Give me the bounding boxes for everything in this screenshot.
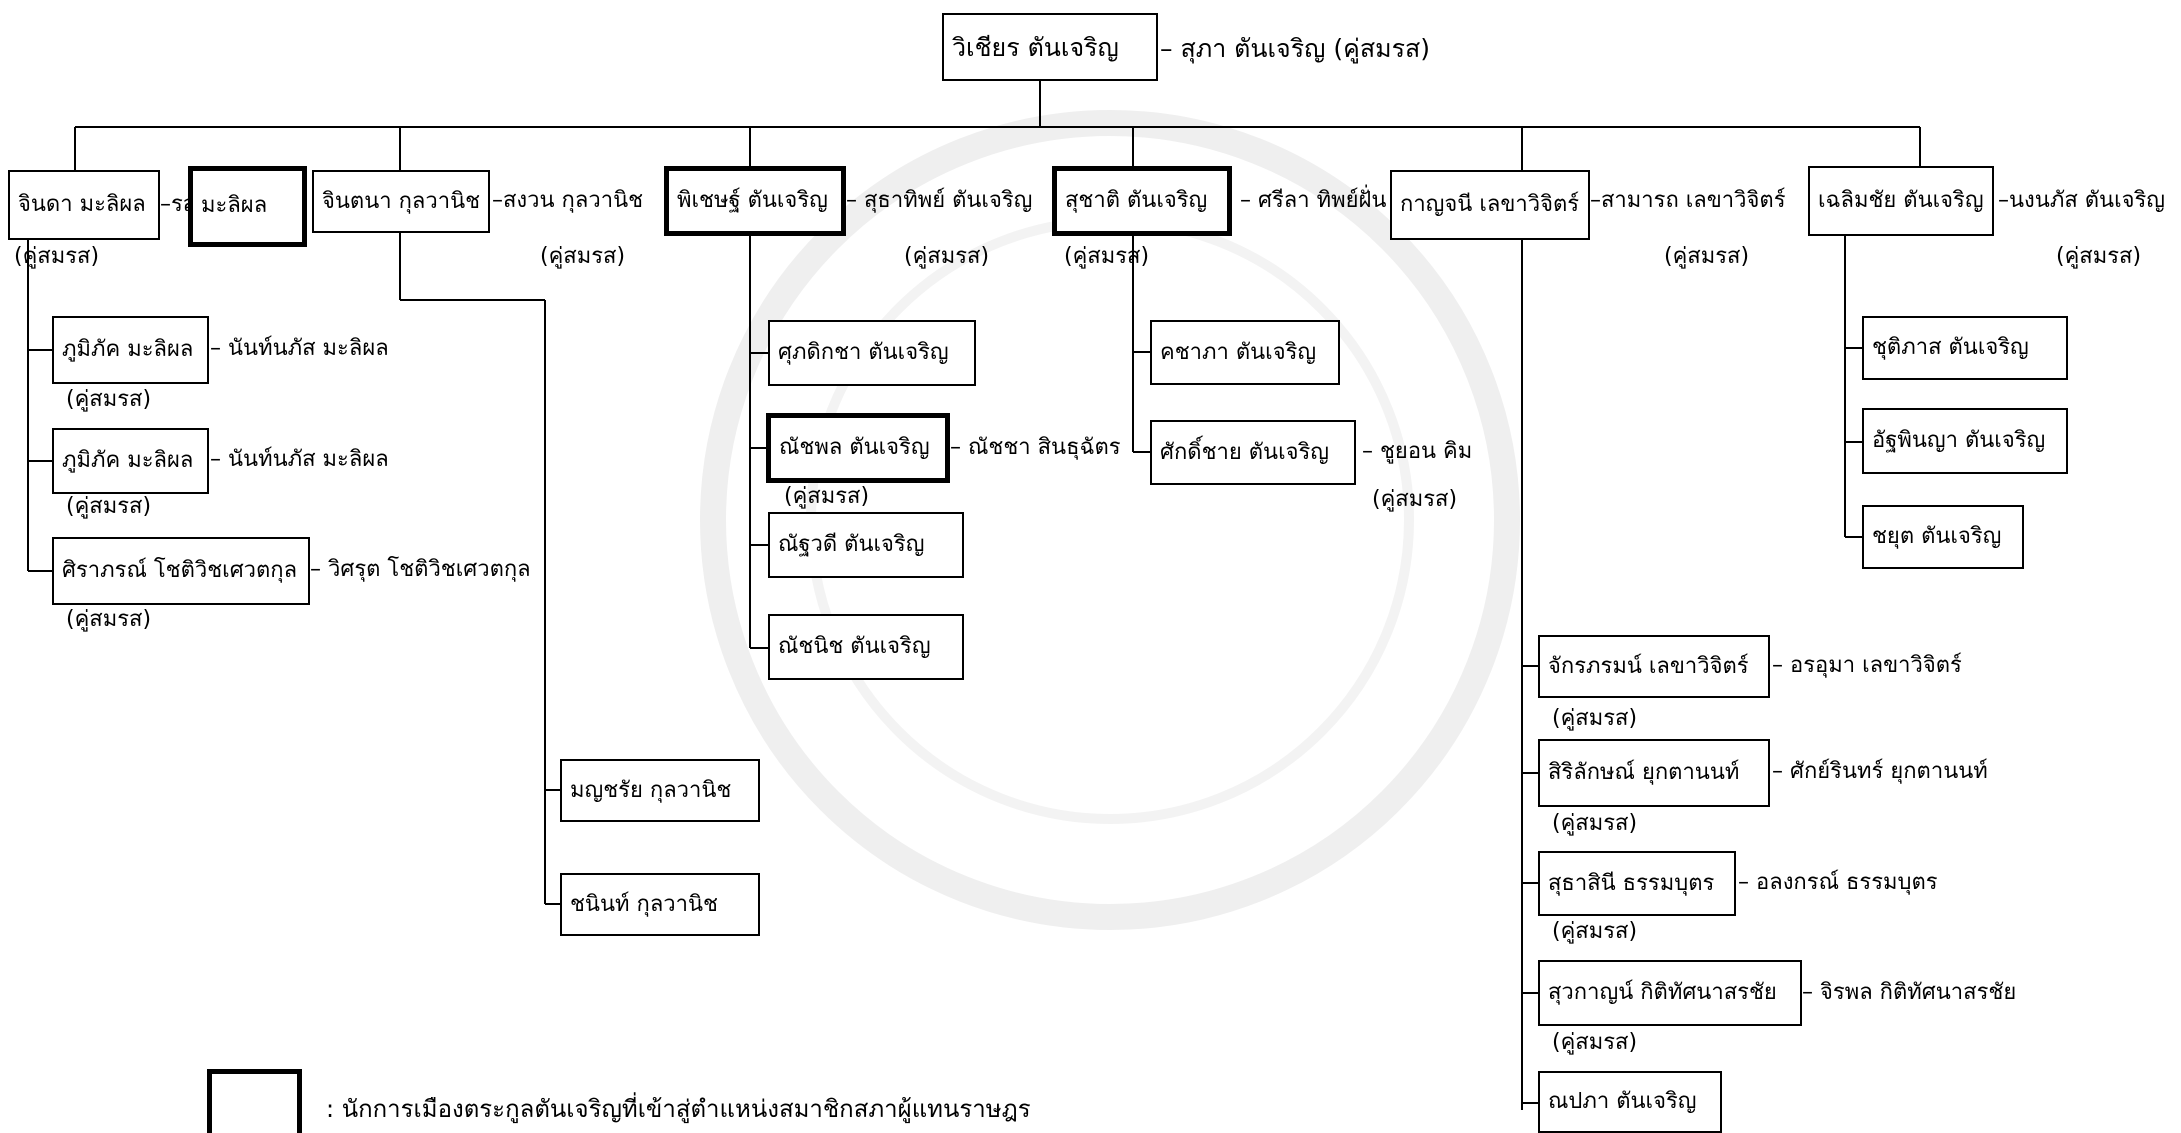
person-name: สุชาติ ตันเจริญ xyxy=(1065,188,1208,213)
grandchild-box-c2a: มญชรัย กุลวานิช xyxy=(560,759,760,822)
root-spouse-label: – สุภา ตันเจริญ (คู่สมรส) xyxy=(1160,34,1431,63)
child-box-c1: จินดา มะลิผล xyxy=(8,170,160,240)
spouse-label-c4: – ศรีลา ทิพย์ฝั่น xyxy=(1240,188,1387,213)
spouse-label-c5c: – อลงกรณ์ ธรรมบุตร xyxy=(1738,870,1938,895)
person-name: ณัฐวดี ตันเจริญ xyxy=(778,532,925,557)
grandchild-box-c4b: ศักดิ์ชาย ตันเจริญ xyxy=(1150,420,1356,485)
spouse-name: อลงกรณ์ ธรรมบุตร xyxy=(1756,870,1938,895)
person-name: กาญจนี เลขาวิจิตร์ xyxy=(1400,192,1580,217)
grandchild-box-c1b: ภูมิภัค มะลิผล xyxy=(52,428,209,494)
politician-box-c1: มะลิผล xyxy=(188,166,307,247)
person-name: ณัชนิช ตันเจริญ xyxy=(778,634,931,659)
grandchild-box-c5e: ณปภา ตันเจริญ xyxy=(1538,1071,1722,1133)
spouse-label-c1a: – นันท์นภัส มะลิผล xyxy=(210,336,389,361)
child-box-c5: กาญจนี เลขาวิจิตร์ xyxy=(1390,170,1590,240)
spouse-label-c5a: – อรอุมา เลขาวิจิตร์ xyxy=(1772,653,1962,678)
person-name: ชนินท์ กุลวานิช xyxy=(570,891,718,917)
person-name: สุธาสินี ธรรมบุตร xyxy=(1548,870,1715,896)
spouse-note-c3: (คู่สมรส) xyxy=(904,244,990,269)
spouse-name: ศักย์รินทร์ ยุกตานนท์ xyxy=(1790,759,1988,784)
legend-politician-swatch xyxy=(207,1069,302,1133)
person-name: ชุติภาส ตันเจริญ xyxy=(1872,335,2029,360)
grandchild-box-c6b: อัฐพินญา ตันเจริญ xyxy=(1862,408,2068,474)
spouse-name: สุธาทิพย์ ตันเจริญ xyxy=(864,188,1033,213)
spouse-label-c4b: – ชูยอน คิม xyxy=(1362,439,1473,464)
grandchild-box-c6c: ชยุต ตันเจริญ xyxy=(1862,505,2024,569)
spouse-name: นันท์นภัส มะลิผล xyxy=(228,336,389,361)
spouse-note-c1a: (คู่สมรส) xyxy=(66,387,152,412)
person-name: เฉลิมชัย ตันเจริญ xyxy=(1818,188,1984,213)
person-name: จินตนา กุลวานิช xyxy=(322,188,481,214)
person-name: ศิราภรณ์ โชติวิชเศวตกุล xyxy=(62,558,298,583)
person-name: พิเชษฐ์ ตันเจริญ xyxy=(677,188,828,213)
grandchild-box-c5d: สุวกาญน์ กิติทัศนาสรชัย xyxy=(1538,960,1802,1026)
person-name: ศุภดิกชา ตันเจริญ xyxy=(778,340,949,365)
spouse-label-c5b: – ศักย์รินทร์ ยุกตานนท์ xyxy=(1772,759,1988,784)
spouse-name: จิรพล กิติทัศนาสรชัย xyxy=(1820,980,2017,1005)
person-name: สิริลักษณ์ ยุกตานนท์ xyxy=(1548,760,1740,785)
person-name: อัฐพินญา ตันเจริญ xyxy=(1872,428,2046,453)
person-name: คชาภา ตันเจริญ xyxy=(1160,339,1317,365)
politician-box-c3b: ณัชพล ตันเจริญ xyxy=(766,413,950,483)
person-name: ชยุต ตันเจริญ xyxy=(1872,524,2002,549)
spouse-note-c4: (คู่สมรส) xyxy=(1064,244,1150,269)
spouse-note-c3b: (คู่สมรส) xyxy=(784,484,870,509)
spouse-name: สุภา ตันเจริญ (คู่สมรส) xyxy=(1180,34,1431,63)
spouse-note-c1: (คู่สมรส) xyxy=(14,244,100,269)
grandchild-box-c1c: ศิราภรณ์ โชติวิชเศวตกุล xyxy=(52,537,310,605)
person-name: มญชรัย กุลวานิช xyxy=(570,777,732,803)
spouse-name: สามารถ เลขาวิจิตร์ xyxy=(1601,188,1786,213)
root-person-box: วิเชียร ตันเจริญ xyxy=(942,13,1158,81)
spouse-name: นันท์นภัส มะลิผล xyxy=(228,447,389,472)
child-box-c2: จินตนา กุลวานิช xyxy=(312,170,490,233)
spouse-note-c5d: (คู่สมรส) xyxy=(1552,1030,1638,1055)
person-name: ณัชพล ตันเจริญ xyxy=(779,435,930,460)
grandchild-box-c6a: ชุติภาส ตันเจริญ xyxy=(1862,316,2068,380)
spouse-label-c3: – สุธาทิพย์ ตันเจริญ xyxy=(846,188,1033,213)
spouse-note-c5a: (คู่สมรส) xyxy=(1552,706,1638,731)
grandchild-box-c5c: สุธาสินี ธรรมบุตร xyxy=(1538,851,1736,916)
spouse-note-c1c: (คู่สมรส) xyxy=(66,607,152,632)
spouse-name: สงวน กุลวานิช xyxy=(503,188,644,213)
legend-text: : นักการเมืองตระกูลตันเจริญที่เข้าสู่ตำแ… xyxy=(326,1095,1031,1123)
person-name: มะลิผล xyxy=(201,193,268,218)
grandchild-box-c1a: ภูมิภัค มะลิผล xyxy=(52,316,209,384)
person-name: ศักดิ์ชาย ตันเจริญ xyxy=(1160,439,1330,465)
politician-box-c3: พิเชษฐ์ ตันเจริญ xyxy=(664,166,846,236)
spouse-note-c4b: (คู่สมรส) xyxy=(1372,487,1458,512)
spouse-label-c5: –สามารถ เลขาวิจิตร์ xyxy=(1590,188,1786,213)
spouse-note-c5b: (คู่สมรส) xyxy=(1552,811,1638,836)
spouse-note-c5c: (คู่สมรส) xyxy=(1552,919,1638,944)
spouse-label-c3b: – ณัชชา สินธุฉัตร xyxy=(950,435,1121,460)
spouse-note-c6: (คู่สมรส) xyxy=(2056,244,2142,269)
grandchild-box-c4a: คชาภา ตันเจริญ xyxy=(1150,320,1340,385)
spouse-label-c6: –นงนภัส ตันเจริญ xyxy=(1998,188,2166,213)
person-name: ภูมิภัค มะลิผล xyxy=(62,448,194,473)
politician-box-c4: สุชาติ ตันเจริญ xyxy=(1052,166,1232,236)
spouse-note-c1b: (คู่สมรส) xyxy=(66,494,152,519)
spouse-name: ณัชชา สินธุฉัตร xyxy=(968,435,1121,460)
spouse-label-c5d: – จิรพล กิติทัศนาสรชัย xyxy=(1802,980,2017,1005)
grandchild-box-c2b: ชนินท์ กุลวานิช xyxy=(560,873,760,936)
spouse-note-c5: (คู่สมรส) xyxy=(1664,244,1750,269)
person-name: วิเชียร ตันเจริญ xyxy=(952,32,1119,62)
grandchild-box-c3c: ณัฐวดี ตันเจริญ xyxy=(768,512,964,578)
person-name: สุวกาญน์ กิติทัศนาสรชัย xyxy=(1548,980,1777,1005)
spouse-note-c2: (คู่สมรส) xyxy=(540,244,626,269)
person-name: จินดา มะลิผล xyxy=(18,192,146,217)
person-name: จักรภรมน์ เลขาวิจิตร์ xyxy=(1548,653,1749,679)
child-box-c6: เฉลิมชัย ตันเจริญ xyxy=(1808,166,1994,236)
spouse-name: อรอุมา เลขาวิจิตร์ xyxy=(1790,653,1962,678)
spouse-name: วิศรุต โชติวิชเศวตกุล xyxy=(328,557,531,582)
grandchild-box-c5a: จักรภรมน์ เลขาวิจิตร์ xyxy=(1538,635,1770,698)
grandchild-box-c3d: ณัชนิช ตันเจริญ xyxy=(768,614,964,680)
spouse-label-c1c: – วิศรุต โชติวิชเศวตกุล xyxy=(310,557,531,582)
person-name: ภูมิภัค มะลิผล xyxy=(62,337,194,362)
spouse-label-c2: –สงวน กุลวานิช xyxy=(492,188,644,213)
spouse-label-c1b: – นันท์นภัส มะลิผล xyxy=(210,447,389,472)
grandchild-box-c3a: ศุภดิกชา ตันเจริญ xyxy=(768,320,976,386)
person-name: ณปภา ตันเจริญ xyxy=(1548,1089,1697,1114)
grandchild-box-c5b: สิริลักษณ์ ยุกตานนท์ xyxy=(1538,739,1770,807)
